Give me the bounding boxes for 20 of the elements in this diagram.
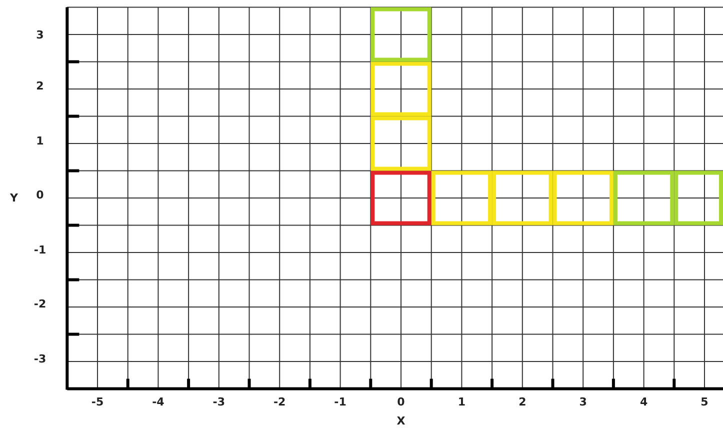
- axis-title: X: [396, 414, 406, 428]
- axis-tick-label: 3: [36, 28, 44, 41]
- axis-tick-label: 0: [397, 396, 405, 408]
- axis-tick-label: -1: [334, 396, 346, 408]
- axis-tick-label: -3: [34, 352, 46, 365]
- axis-title: Y: [10, 192, 18, 204]
- axis-tick-label: -3: [212, 396, 225, 408]
- axis-tick-label: -1: [34, 243, 46, 256]
- axis-tick-label: 2: [36, 80, 44, 92]
- axis-tick-label: 3: [579, 396, 587, 408]
- axis-tick-label: 1: [36, 134, 44, 147]
- axis-tick-label: 1: [458, 396, 466, 408]
- axis-tick-label: 0: [36, 188, 44, 202]
- axis-tick-label: -4: [152, 396, 164, 408]
- axis-tick-label: 4: [640, 396, 648, 408]
- axis-tick-label: -5: [91, 396, 104, 408]
- axis-tick-label: 5: [700, 396, 708, 408]
- axis-tick-label: 2: [518, 396, 526, 408]
- axis-tick-label: -2: [273, 396, 286, 408]
- axis-tick-label: -2: [34, 298, 46, 310]
